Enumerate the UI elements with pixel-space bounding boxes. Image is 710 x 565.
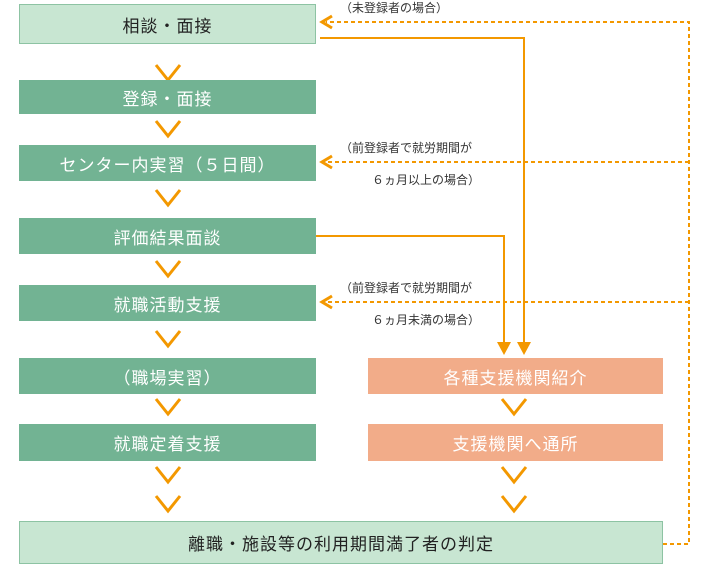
down-chevron — [154, 64, 182, 83]
down-chevron — [154, 120, 182, 139]
center-training-box: センター内実習（５日間） — [19, 145, 316, 181]
left-chevron — [319, 294, 333, 310]
over-six-months-note-line1: （前登録者で就労期間が — [340, 141, 473, 155]
agency-attendance-label: 支援機関へ通所 — [452, 435, 579, 455]
return-dashed-line — [326, 21, 690, 545]
down-chevron — [154, 330, 182, 349]
evaluation-box: 評価結果面談 — [19, 218, 316, 254]
down-chevron — [500, 495, 528, 514]
under-six-months-note-line2: ６ヵ月未満の場合） — [372, 313, 481, 327]
arrowhead-down — [497, 342, 511, 355]
center-training-label: センター内実習（５日間） — [59, 155, 276, 176]
consultation-box: 相談・面接 — [19, 4, 316, 44]
final-decision-box: 離職・施設等の利用期間満了者の判定 — [19, 521, 663, 564]
workplace-training-box: （職場実習） — [19, 358, 316, 394]
over-six-months-note-line2: ６ヵ月以上の場合） — [372, 173, 481, 187]
left-chevron — [319, 14, 333, 30]
down-chevron — [154, 466, 182, 485]
down-chevron — [500, 466, 528, 485]
job-retention-support-box: 就職定着支援 — [19, 424, 316, 461]
down-chevron — [154, 398, 182, 417]
workplace-training-label: （職場実習） — [113, 368, 222, 389]
evaluation-to-referral-line — [316, 235, 505, 346]
arrowhead-down — [517, 342, 531, 355]
unregistered-note: （未登録者の場合） — [340, 1, 449, 15]
job-search-support-label: 就職活動支援 — [113, 295, 222, 316]
left-chevron — [319, 154, 333, 170]
final-decision-label: 離職・施設等の利用期間満了者の判定 — [188, 535, 494, 555]
consultation-to-referral-line — [320, 37, 525, 346]
agency-referral-label: 各種支援機関紹介 — [443, 368, 588, 389]
evaluation-label: 評価結果面談 — [113, 228, 222, 249]
down-chevron — [500, 398, 528, 417]
registration-box: 登録・面接 — [19, 80, 316, 114]
down-chevron — [154, 189, 182, 208]
agency-referral-box: 各種支援機関紹介 — [368, 358, 663, 394]
down-chevron — [154, 495, 182, 514]
registration-label: 登録・面接 — [122, 89, 213, 110]
consultation-label: 相談・面接 — [122, 16, 213, 37]
job-search-support-box: 就職活動支援 — [19, 285, 316, 321]
under-six-months-note-line1: （前登録者で就労期間が — [340, 281, 473, 295]
job-retention-support-label: 就職定着支援 — [113, 435, 222, 455]
down-chevron — [154, 260, 182, 279]
agency-attendance-box: 支援機関へ通所 — [368, 424, 663, 461]
